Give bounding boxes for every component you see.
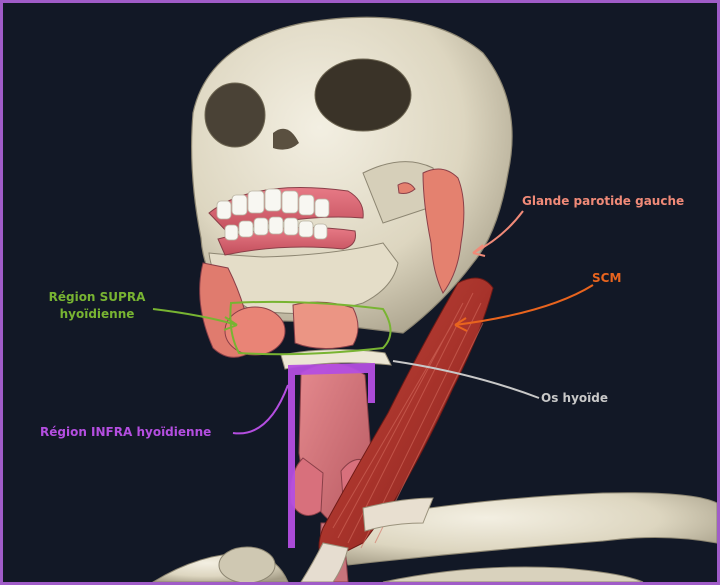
supra-hyoid-label: Région SUPRA hyoïdienne (42, 289, 152, 323)
clavicle-bones (153, 493, 717, 582)
infra-arrow (233, 385, 288, 433)
supra-hyoid-label-line2: hyoïdienne (42, 306, 152, 323)
infra-hyoid-label: Région INFRA hyoïdienne (40, 424, 211, 441)
supra-hyoid-label-line1: Région SUPRA (42, 289, 152, 306)
scm-label: SCM (592, 270, 621, 287)
hyoid-label: Os hyoïde (541, 390, 608, 407)
parotid-label: Glande parotide gauche (522, 193, 684, 210)
